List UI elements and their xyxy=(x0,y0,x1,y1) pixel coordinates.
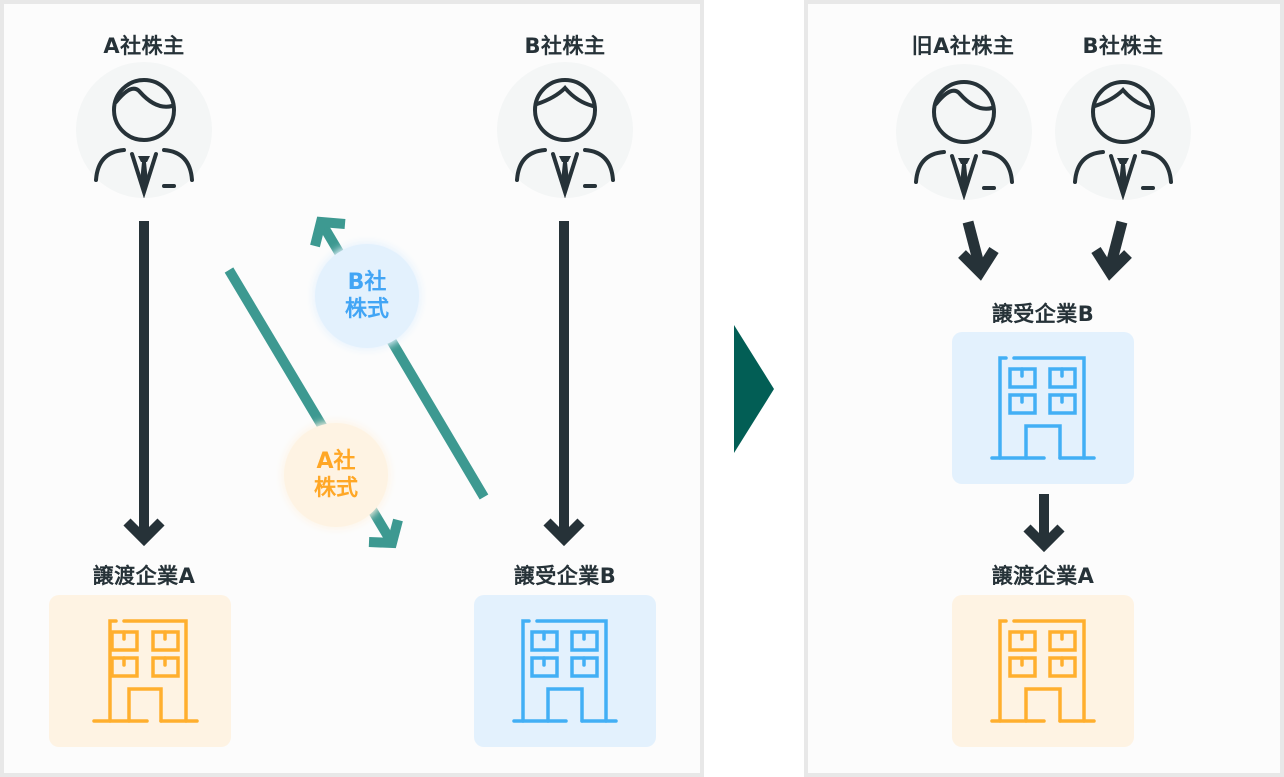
b-stock-badge: B社 株式 xyxy=(315,244,419,348)
triangle-right-icon xyxy=(734,325,774,453)
shareholder-b-after-avatar xyxy=(1055,64,1191,200)
company-b-after-label: 譲受企業B xyxy=(991,302,1095,326)
shareholder-a-label: A社株主 xyxy=(103,34,185,58)
building-icon xyxy=(92,619,199,723)
building-icon xyxy=(990,356,1096,460)
b-stock-line1: B社 xyxy=(347,269,387,295)
shareholder-b-after-label: B社株主 xyxy=(1082,34,1164,58)
building-icon xyxy=(512,619,618,723)
businessman-icon xyxy=(914,80,1014,200)
company-a-card xyxy=(49,595,231,747)
shareholder-old-a-label: 旧A社株主 xyxy=(911,34,1015,58)
company-b-card xyxy=(474,595,656,747)
company-a-after-label: 譲渡企業A xyxy=(991,564,1095,588)
company-a-label: 譲渡企業A xyxy=(92,564,196,588)
a-stock-badge: A社 株式 xyxy=(284,423,388,527)
shareholder-b-avatar xyxy=(497,62,633,198)
businessman-icon xyxy=(1073,80,1173,200)
a-stock-line2: 株式 xyxy=(313,476,358,501)
company-b-label: 譲受企業B xyxy=(513,564,617,588)
businessman-icon xyxy=(515,78,615,198)
shareholder-b-label: B社株主 xyxy=(524,34,606,58)
building-icon xyxy=(990,619,1096,723)
b-stock-line2: 株式 xyxy=(344,297,389,322)
shareholder-a-avatar xyxy=(76,62,212,198)
company-a-after-card xyxy=(952,595,1134,747)
company-b-after-card xyxy=(952,332,1134,484)
shareholder-old-a-avatar xyxy=(896,64,1032,200)
a-stock-line1: A社 xyxy=(316,448,356,474)
businessman-icon xyxy=(94,78,194,198)
